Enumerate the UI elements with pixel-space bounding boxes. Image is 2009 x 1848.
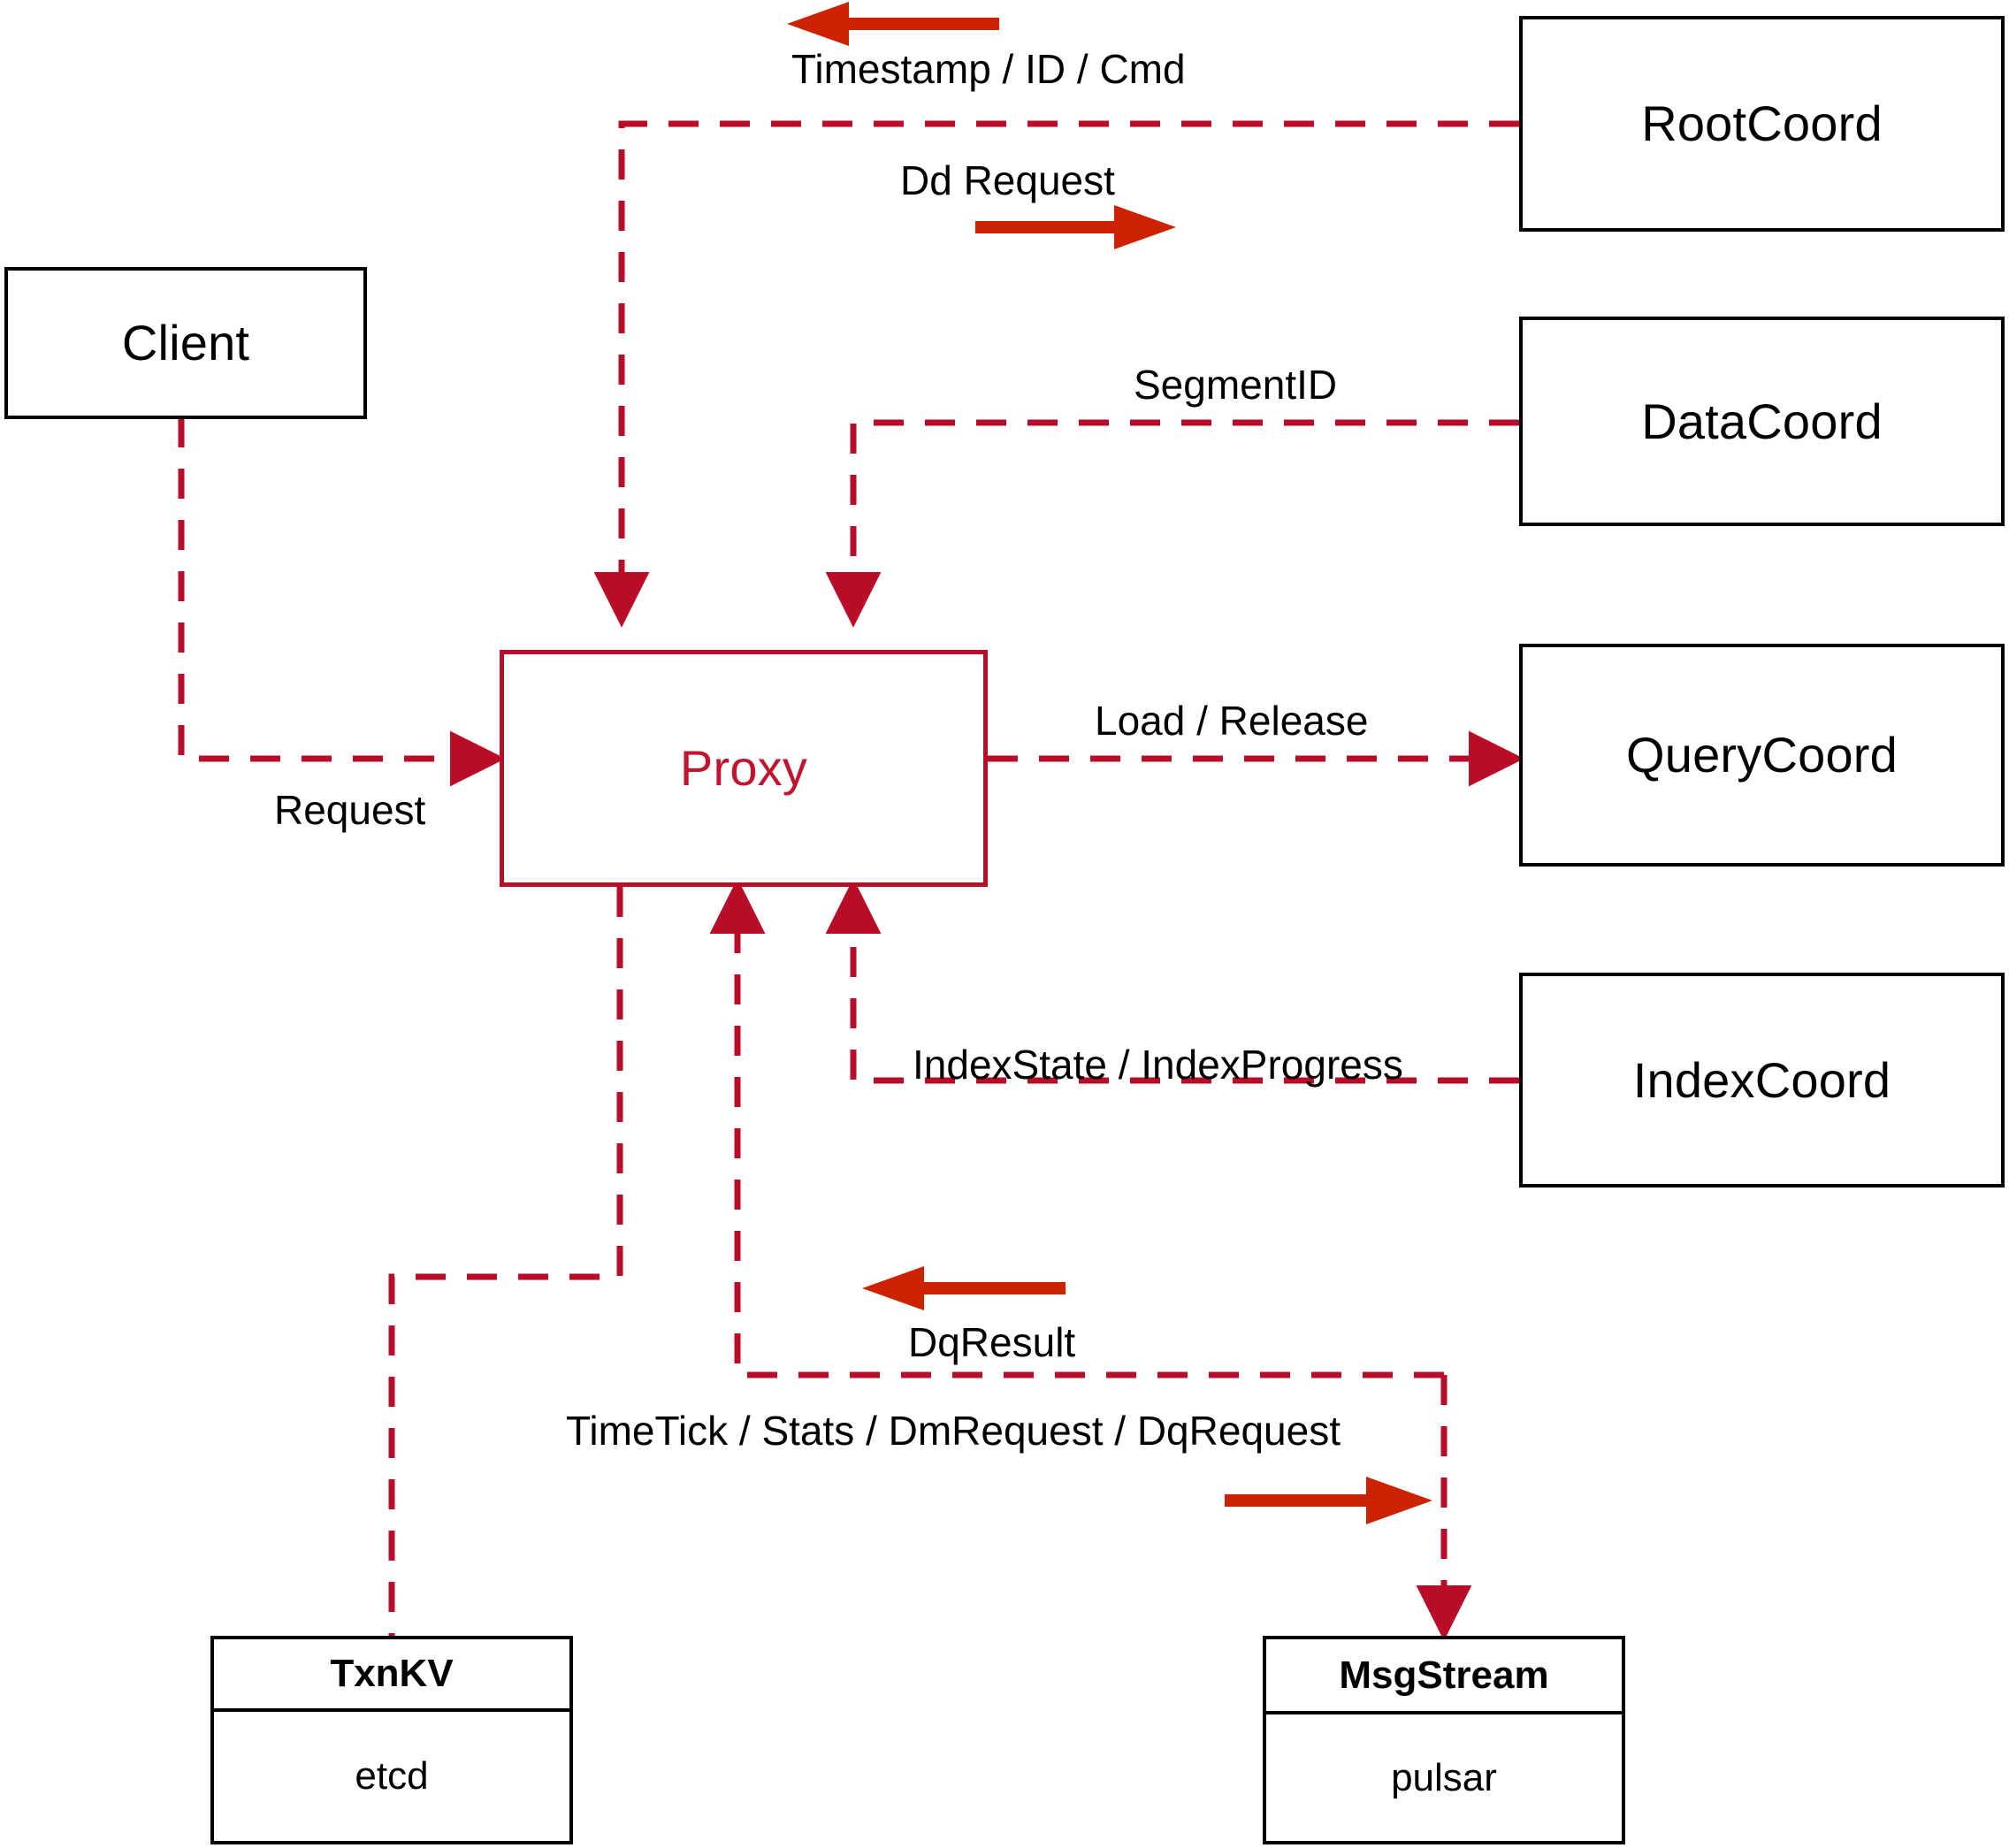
node-txnkv-body: etcd [214, 1712, 569, 1841]
arrow-glyph-dqrequest-right [1225, 1477, 1432, 1524]
wire-proxy-to-txnkv [388, 887, 623, 1638]
node-datacoord-label: DataCoord [1641, 393, 1883, 449]
node-client[interactable]: Client [4, 267, 367, 419]
edge-label-timetick-stats: TimeTick / Stats / DmRequest / DqRequest [566, 1408, 1341, 1454]
node-msgstream-impl: pulsar [1391, 1755, 1497, 1799]
node-proxy[interactable]: Proxy [500, 650, 988, 887]
node-querycoord-label: QueryCoord [1625, 727, 1898, 783]
arrow-glyph-timestamp-left [787, 2, 999, 46]
wire-rootcoord-to-proxy [593, 120, 1519, 628]
edge-label-timestamp-id-cmd: Timestamp / ID / Cmd [791, 46, 1186, 92]
node-rootcoord-label: RootCoord [1641, 95, 1883, 151]
node-msgstream[interactable]: MsgStream pulsar [1263, 1636, 1625, 1844]
node-rootcoord[interactable]: RootCoord [1519, 16, 2005, 232]
node-indexcoord[interactable]: IndexCoord [1519, 973, 2005, 1187]
edge-label-dq-result: DqResult [908, 1319, 1076, 1365]
edge-label-index-state-progress: IndexState / IndexProgress [913, 1042, 1403, 1088]
wire-datacoord-to-proxy [825, 419, 1519, 628]
node-txnkv-impl: etcd [355, 1754, 429, 1798]
node-txnkv-title: TxnKV [330, 1652, 454, 1695]
node-txnkv-header: TxnKV [214, 1639, 569, 1712]
node-client-label: Client [121, 315, 250, 370]
arrow-glyph-dd-request-right [975, 205, 1176, 249]
node-datacoord[interactable]: DataCoord [1519, 317, 2005, 526]
node-txnkv[interactable]: TxnKV etcd [210, 1636, 573, 1844]
wire-msgstream-to-proxy-dqresult [709, 878, 1444, 1378]
wire-client-to-proxy [178, 417, 506, 787]
node-proxy-label: Proxy [679, 740, 808, 796]
node-querycoord[interactable]: QueryCoord [1519, 644, 2005, 867]
wire-indexcoord-to-proxy [825, 878, 1519, 1084]
arrow-glyph-dqresult-left [862, 1266, 1066, 1310]
node-indexcoord-label: IndexCoord [1632, 1051, 1891, 1108]
node-msgstream-header: MsgStream [1266, 1639, 1622, 1714]
edge-label-request: Request [274, 787, 426, 833]
edge-label-dd-request: Dd Request [900, 157, 1115, 203]
edge-label-load-release: Load / Release [1095, 698, 1369, 744]
node-msgstream-title: MsgStream [1339, 1653, 1549, 1697]
node-msgstream-body: pulsar [1266, 1714, 1622, 1841]
edge-label-segment-id: SegmentID [1134, 362, 1338, 408]
